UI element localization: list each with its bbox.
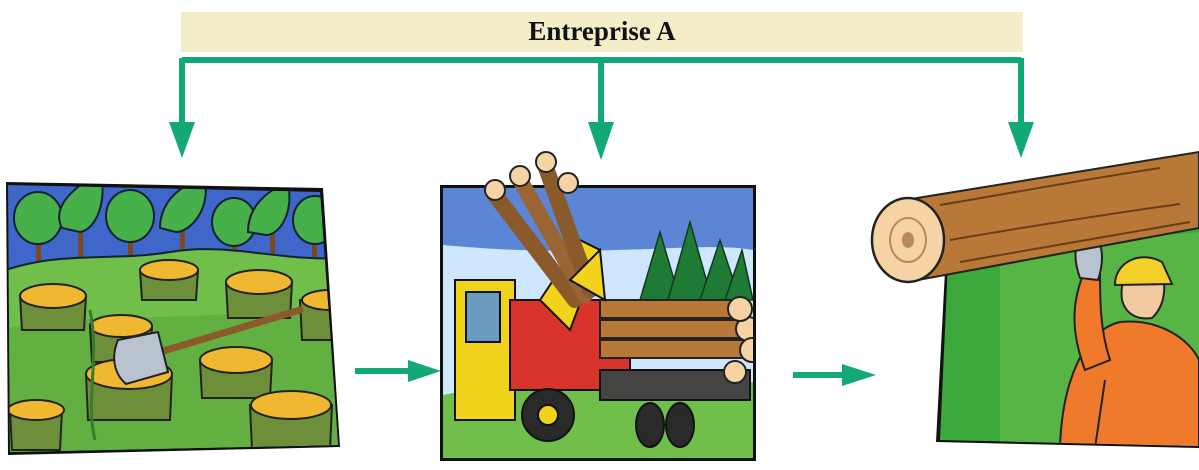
flow-arrow-harvest-to-transport — [355, 360, 441, 382]
arrowhead-carrying — [1008, 122, 1034, 158]
log-loader-truck-icon — [440, 151, 756, 461]
company-title: Entreprise A — [528, 16, 676, 46]
tree-stumps-axe-icon — [6, 182, 340, 455]
company-connector — [179, 57, 1024, 133]
connector-arrowheads — [169, 122, 1034, 160]
company-banner — [181, 12, 1023, 52]
arrowhead-transport — [588, 122, 614, 160]
arrowhead-harvest — [169, 122, 195, 158]
flow-arrow-transport-to-carrying — [793, 364, 876, 386]
worker-carrying-log-icon — [870, 150, 1199, 448]
